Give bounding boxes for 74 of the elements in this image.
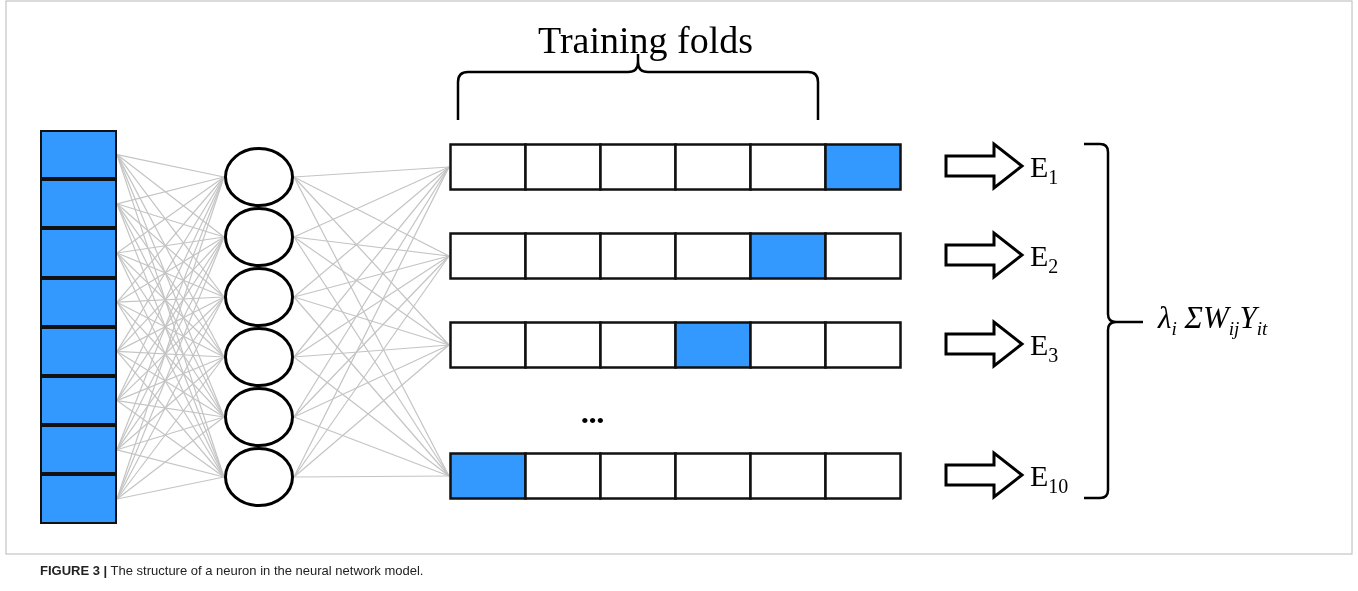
fold-row	[449, 452, 902, 500]
input-cell	[40, 326, 117, 376]
fold-row	[449, 232, 902, 280]
fold-row	[449, 143, 902, 191]
connection-line	[293, 166, 450, 178]
connection-line	[116, 296, 225, 402]
input-cell	[40, 277, 117, 327]
connection-line	[293, 166, 450, 298]
connection-line	[116, 356, 225, 451]
connection-line	[116, 296, 225, 303]
connection-line	[116, 236, 225, 352]
connection-line	[293, 255, 450, 298]
block-arrow	[944, 229, 1025, 281]
connection-line	[293, 236, 450, 346]
connection-line	[293, 416, 450, 477]
connection-line	[293, 236, 450, 257]
connection-line	[116, 252, 225, 358]
connection-line	[293, 344, 450, 358]
connection-line	[116, 176, 225, 254]
connection-line	[116, 176, 225, 303]
block-arrow	[944, 318, 1025, 370]
connection-line	[116, 449, 225, 478]
connection-line	[116, 350, 225, 418]
connection-line	[116, 203, 225, 298]
connection-line	[116, 356, 225, 500]
connection-line	[116, 301, 225, 418]
connection-line	[116, 416, 225, 451]
input-cell	[40, 130, 117, 180]
connection-line	[116, 476, 225, 500]
input-cell	[40, 376, 117, 426]
connection-line	[116, 350, 225, 358]
connection-line	[116, 176, 225, 205]
input-cell	[40, 425, 117, 475]
connection-line	[293, 166, 450, 238]
input-cell	[40, 179, 117, 229]
connection-line	[116, 236, 225, 254]
connection-line	[293, 344, 450, 418]
error-label: E$_{2}$	[1030, 234, 1090, 278]
formula: λ$_{i}$ ΣW$_{ij}$Y$_{it}$	[1158, 300, 1268, 341]
connection-line	[116, 350, 225, 478]
neuron-circle	[224, 447, 294, 507]
fold-row	[449, 321, 902, 369]
connection-line	[116, 236, 225, 303]
connection-line	[116, 301, 225, 358]
neuron-circle	[224, 207, 294, 267]
connection-line	[116, 416, 225, 500]
connection-line	[293, 296, 450, 346]
ellipsis: •••	[581, 408, 605, 434]
connection-line	[116, 203, 225, 238]
error-label: E$_{1}$	[1030, 145, 1090, 189]
connection-line	[293, 296, 450, 477]
neuron-circle	[224, 387, 294, 447]
caption: FIGURE 3 | The structure of a neuron in the neural network model.	[40, 563, 424, 578]
connection-line	[116, 154, 225, 298]
input-cell	[40, 474, 117, 524]
connection-line	[116, 296, 225, 352]
input-cell	[40, 228, 117, 278]
error-label: E$_{10}$	[1030, 454, 1090, 498]
neuron-circle	[224, 147, 294, 207]
brace-label: Training folds	[538, 18, 753, 62]
connection-line	[116, 400, 225, 478]
connection-line	[293, 255, 450, 358]
block-arrow	[944, 140, 1025, 192]
connection-line	[116, 400, 225, 418]
connection-line	[116, 252, 225, 298]
block-arrow	[944, 449, 1025, 501]
connection-line	[293, 176, 450, 257]
neuron-circle	[224, 267, 294, 327]
connection-line	[116, 154, 225, 238]
connection-line	[116, 356, 225, 402]
connection-line	[116, 154, 225, 178]
error-label: E$_{3}$	[1030, 323, 1090, 367]
connection-line	[293, 475, 450, 478]
neuron-circle	[224, 327, 294, 387]
